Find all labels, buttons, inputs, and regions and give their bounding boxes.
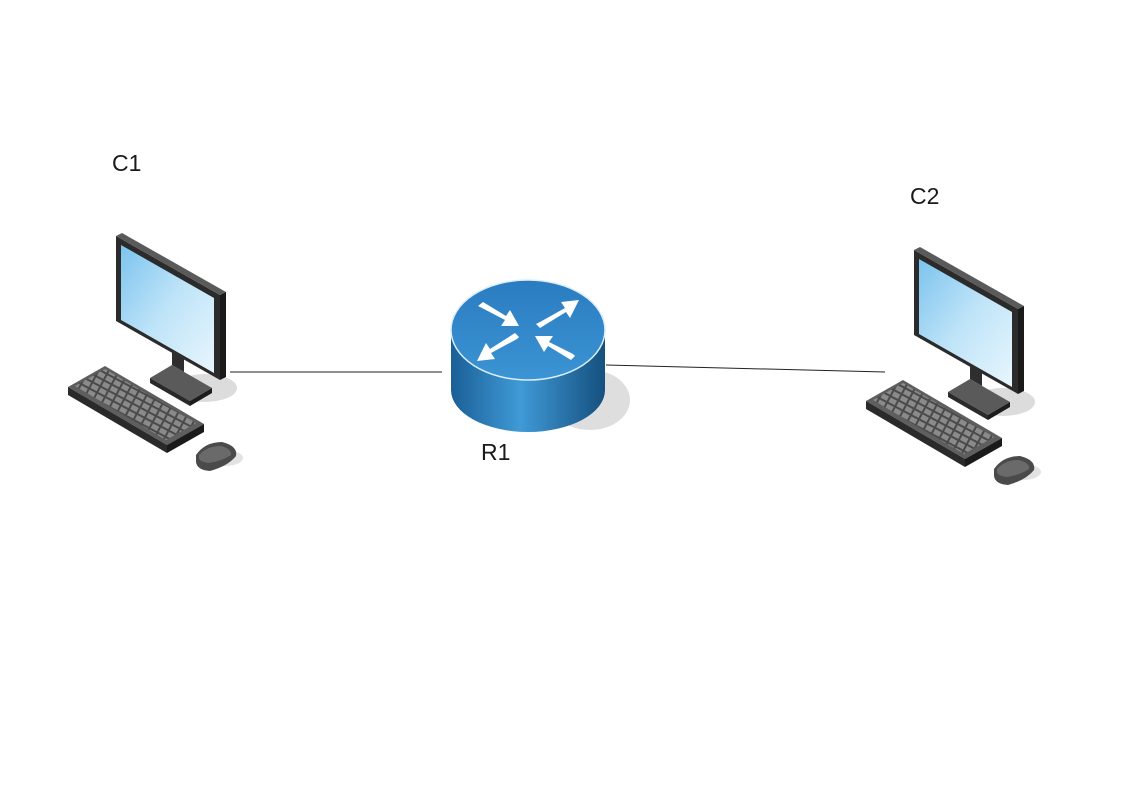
desktop-computer-icon [866, 247, 1035, 485]
computer-c2[interactable] [866, 247, 1041, 485]
node-label-c2: C2 [910, 183, 940, 209]
node-label-r1: R1 [481, 439, 511, 465]
router-icon [450, 279, 606, 432]
computer-c1[interactable] [68, 233, 243, 471]
desktop-computer-icon [68, 233, 237, 471]
router-arrows-icon [477, 300, 579, 361]
link-r1-c2 [605, 364, 886, 373]
router-r1[interactable] [450, 279, 630, 432]
node-label-c1: C1 [112, 150, 142, 176]
